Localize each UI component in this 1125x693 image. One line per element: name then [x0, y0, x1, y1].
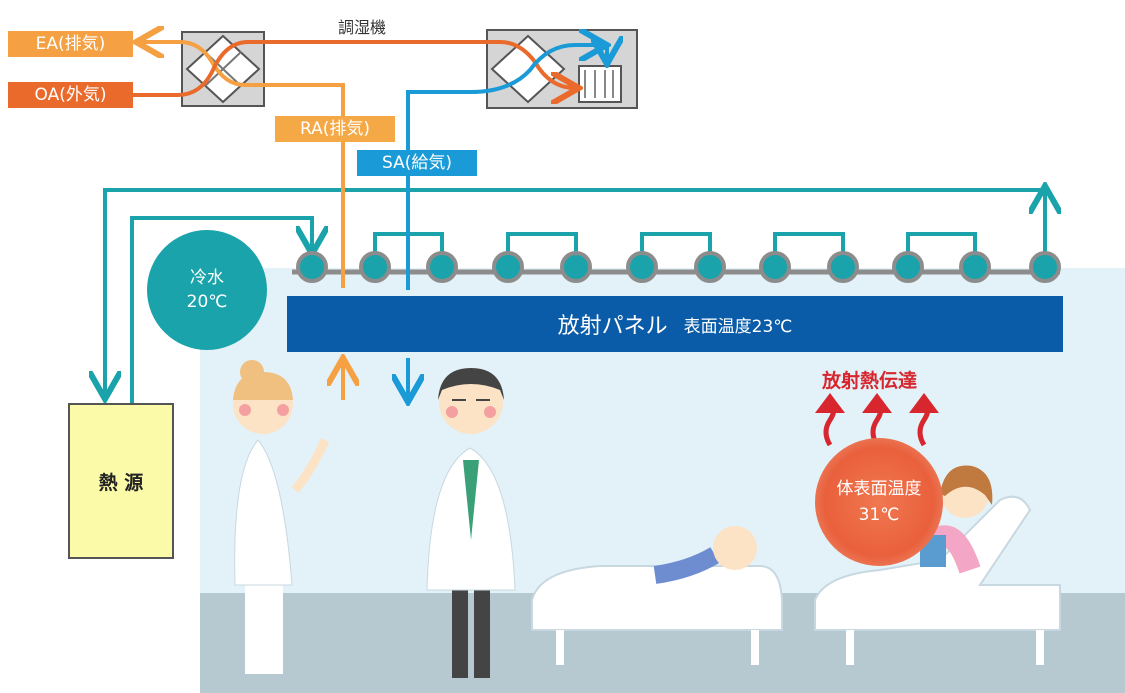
- outside-air-line: [132, 40, 575, 95]
- panel-surface-temp: 表面温度23℃: [683, 316, 793, 337]
- supply-air-line: [406, 45, 607, 290]
- pipe-joints: [296, 251, 1061, 283]
- heat-source-box: 熱 源: [68, 403, 174, 559]
- patient-bed-right: [814, 465, 1061, 665]
- panel-title: 放射パネル: [557, 314, 668, 339]
- exhaust-air-line: [140, 42, 345, 288]
- sa-label: SA(給気): [357, 150, 477, 176]
- body-temp-value: 31℃: [858, 505, 900, 525]
- radiant-transfer-label: 放射熱伝達: [822, 370, 918, 392]
- radiant-panel: 放射パネル 表面温度23℃: [287, 296, 1063, 352]
- body-temp-indicator: 体表面温度 31℃: [815, 438, 943, 566]
- body-temp-label: 体表面温度: [836, 479, 922, 499]
- cold-water-temp: 20℃: [186, 292, 228, 312]
- heat-source-label: 熱 源: [98, 471, 144, 494]
- chilled-water-piping: [105, 190, 1045, 405]
- dehumidifier-label: 調湿機: [338, 18, 387, 37]
- cold-water-indicator: 冷水 20℃: [147, 230, 267, 350]
- ea-label: EA(排気): [8, 31, 133, 57]
- nurse-figure: [233, 360, 330, 674]
- patient-bed-left: [531, 526, 783, 665]
- doctor-figure: [426, 368, 516, 678]
- ra-label: RA(排気): [275, 116, 395, 142]
- oa-label: OA(外気): [8, 82, 133, 108]
- cold-water-label: 冷水: [190, 268, 224, 288]
